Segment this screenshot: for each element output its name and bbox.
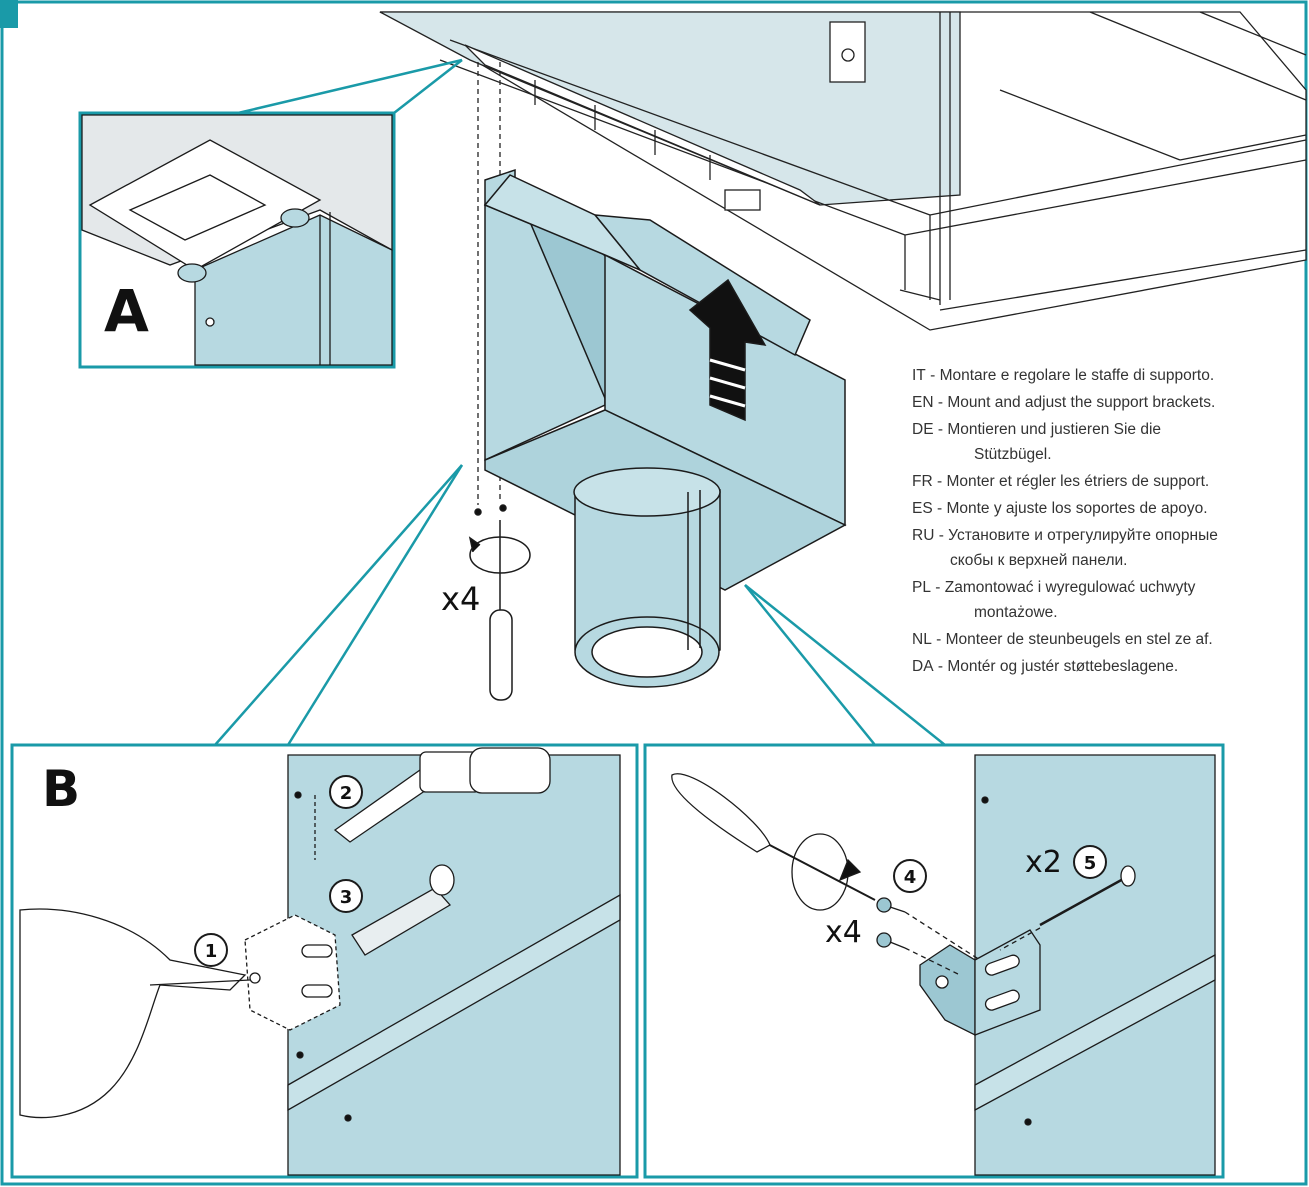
separator: - — [934, 527, 949, 544]
instruction-text-continued: Stützbügel. — [974, 446, 1052, 463]
instruction-text: Monter et régler les étriers de support. — [946, 473, 1210, 490]
screwdriver-main — [468, 504, 531, 701]
qty-screws-bracket: x4 — [825, 915, 862, 950]
qty-screws-main: x4 — [441, 580, 481, 618]
separator: - — [932, 473, 947, 490]
panel-a-label: A — [104, 277, 149, 345]
separator: - — [932, 500, 947, 517]
instruction-text-continued: montażowe. — [974, 604, 1058, 621]
step-badge — [0, 0, 18, 28]
panel-b-left — [10, 743, 639, 1179]
language-code: FR — [912, 473, 933, 490]
hood-box — [483, 168, 847, 688]
language-code: RU — [912, 527, 935, 544]
callout-2 — [329, 775, 363, 809]
instruction-text: Установите и отрегулируйте опорные — [948, 527, 1218, 544]
qty-long-screws: x2 — [1025, 845, 1062, 880]
instruction-text: Montare e regolare le staffe di supporto… — [939, 367, 1215, 384]
callout-1 — [194, 933, 228, 967]
zoom-lines-b — [214, 464, 946, 746]
callout-5 — [1073, 845, 1107, 879]
callout-5-label: 5 — [1084, 853, 1097, 874]
language-code: DA — [912, 658, 934, 675]
instruction-text: Montér og justér støttebeslagene. — [947, 658, 1179, 675]
separator: - — [933, 658, 948, 675]
language-code: IT — [912, 367, 926, 384]
instruction-item: ES - Monte y ajuste los soportes de apoy… — [912, 495, 1304, 522]
instruction-item: FR - Monter et régler les étriers de sup… — [912, 468, 1304, 495]
callout-4-label: 4 — [904, 867, 917, 888]
instruction-text: Montieren und justieren Sie die — [947, 421, 1162, 438]
language-code: DE — [912, 421, 934, 438]
panel-a — [78, 58, 463, 369]
separator: - — [930, 579, 945, 596]
instruction-text: Monteer de steunbeugels en stel ze af. — [945, 631, 1213, 648]
callouts — [194, 775, 1107, 967]
instruction-item: RU - Установите и отрегулируйте опорные с… — [912, 522, 1304, 574]
separator: - — [931, 631, 946, 648]
instruction-list: IT - Montare e regolare le staffe di sup… — [912, 362, 1304, 680]
instruction-item: NL - Monteer de steunbeugels en stel ze … — [912, 626, 1304, 653]
language-code: ES — [912, 500, 933, 517]
callout-3 — [329, 879, 363, 913]
panel-b-right — [643, 743, 1225, 1179]
callout-4 — [893, 859, 927, 893]
callout-2-label: 2 — [340, 783, 353, 804]
callout-3-label: 3 — [340, 887, 353, 908]
language-code: PL — [912, 579, 931, 596]
language-code: EN — [912, 394, 934, 411]
callout-1-label: 1 — [205, 941, 218, 962]
separator: - — [925, 367, 940, 384]
cabinet-ceiling — [379, 11, 1307, 331]
instruction-text: Zamontować i wyregulować uchwyty — [944, 579, 1196, 596]
instruction-item: DA - Montér og justér støttebeslagene. — [912, 653, 1304, 680]
instruction-item: EN - Mount and adjust the support bracke… — [912, 389, 1304, 416]
instruction-item: PL - Zamontować i wyregulować uchwyty mon… — [912, 574, 1304, 626]
instruction-text: Mount and adjust the support brackets. — [947, 394, 1216, 411]
panel-b-label: B — [42, 760, 81, 818]
language-code: NL — [912, 631, 932, 648]
instruction-text-continued: скобы к верхней панели. — [950, 552, 1128, 569]
separator: - — [933, 421, 948, 438]
instruction-item: IT - Montare e regolare le staffe di sup… — [912, 362, 1304, 389]
instruction-text: Monte y ajuste los soportes de apoyo. — [946, 500, 1208, 517]
separator: - — [933, 394, 948, 411]
